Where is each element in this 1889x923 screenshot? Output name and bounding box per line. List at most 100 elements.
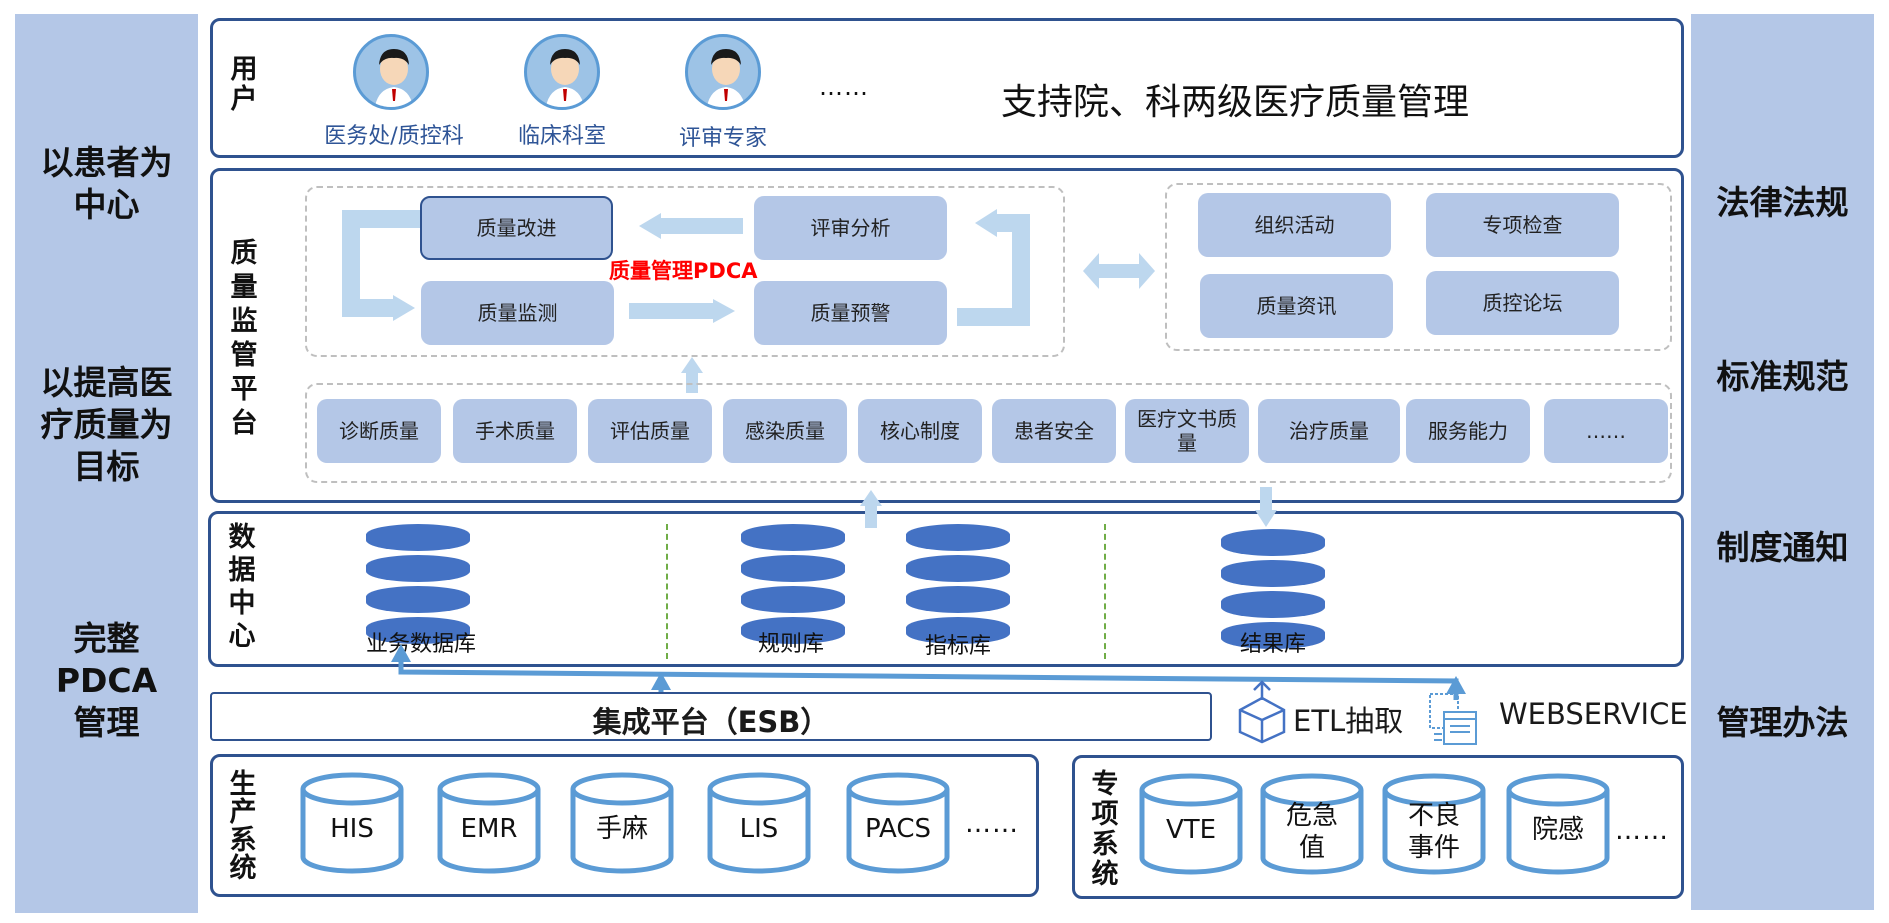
production-systems-panel: 生产系统 HIS EMR 手麻 LIS PACS ……	[210, 754, 1039, 897]
production-system-cylinder[interactable]: PACS	[846, 771, 950, 874]
role-clinical-dept: 临床科室	[517, 124, 606, 149]
db-business: 业务数据库	[365, 632, 476, 657]
database-icon	[906, 524, 1010, 648]
quality-dimension-item[interactable]: 评估质量	[588, 399, 712, 463]
arrow-head	[713, 299, 735, 323]
cylinder-icon	[1139, 773, 1243, 875]
pdca-cycle-arrows	[342, 209, 1155, 393]
pdca-step-review[interactable]: 评审分析	[754, 196, 947, 260]
doctor-avatar-icon	[524, 34, 600, 110]
quality-dimension-item[interactable]: 治疗质量	[1258, 399, 1400, 463]
system-name: 危急值	[1285, 801, 1338, 863]
special-system-cylinder[interactable]: 危急值	[1260, 772, 1364, 875]
production-system-cylinder[interactable]: HIS	[300, 771, 404, 874]
users-panel: 用户 医务处/质控科 临床科室 评审专家 …… 支持院、科两级医疗质量管理	[210, 18, 1684, 158]
cylinder-icon	[846, 772, 950, 874]
special-systems-panel: 专项系统 VTE 危急值 不良事件院感 ……	[1072, 755, 1684, 899]
quality-dimension-item[interactable]: 手术质量	[453, 399, 577, 463]
users-slogan: 支持院、科两级医疗质量管理	[1001, 82, 1470, 123]
pdca-title: 质量管理PDCA	[609, 259, 758, 283]
quality-dimension-item[interactable]: 诊断质量	[317, 399, 441, 463]
esb-label: 集成平台（ESB）	[592, 705, 830, 739]
production-systems-label: 生产系统	[229, 769, 257, 884]
arrow-head	[393, 295, 415, 321]
quality-dimensions-region	[305, 383, 1672, 483]
special-systems-label: 专项系统	[1091, 769, 1119, 890]
role-medical-affairs: 医务处/质控科	[324, 124, 464, 149]
up-arrow	[681, 357, 703, 373]
divider	[666, 524, 668, 659]
role-review-expert: 评审专家	[678, 126, 767, 151]
more-production-ellipsis: ……	[965, 809, 1019, 839]
cylinder-icon	[570, 772, 674, 874]
arrow-head	[651, 672, 671, 690]
activity-news[interactable]: 质量资讯	[1200, 274, 1393, 338]
regulation-standards: 标准规范	[1716, 357, 1849, 396]
etl-label: ETL抽取	[1293, 704, 1404, 738]
quality-platform-panel: 质量监管平台 质量改进 评审分析 质量监测 质量预警 质量管理PDCA 组织活动…	[210, 168, 1684, 503]
more-special-ellipsis: ……	[1615, 816, 1669, 846]
principle-quality-goal: 以提高医 疗质量为 目标	[40, 363, 173, 486]
production-system-cylinder[interactable]: 手麻	[570, 771, 674, 874]
system-name: 不良事件	[1407, 801, 1460, 863]
system-name: LIS	[739, 814, 779, 844]
production-system-cylinder[interactable]: LIS	[707, 771, 811, 874]
arrow-improve-to-monitor	[342, 210, 423, 317]
cylinder-icon	[1382, 773, 1486, 875]
quality-dimension-item[interactable]: ……	[1544, 399, 1668, 463]
db-indicators: 指标库	[924, 634, 991, 659]
system-name: 手麻	[595, 814, 648, 844]
special-system-cylinder[interactable]: 院感	[1506, 772, 1610, 875]
production-system-cylinder[interactable]: EMR	[437, 771, 541, 874]
quality-dimension-item[interactable]: 医疗文书质量	[1125, 399, 1249, 463]
webservice-label: WEBSERVICE	[1499, 697, 1688, 731]
arrow-head	[975, 209, 997, 237]
regulation-laws: 法律法规	[1716, 183, 1849, 222]
quality-dimension-item[interactable]: 服务能力	[1406, 399, 1530, 463]
more-users-ellipsis: ……	[819, 73, 869, 101]
pdca-step-monitor[interactable]: 质量监测	[421, 281, 614, 345]
database-icon	[366, 524, 470, 648]
pdca-step-improve[interactable]: 质量改进	[420, 196, 613, 260]
activities-region	[1165, 183, 1672, 351]
webservice-document-icon	[1429, 693, 1477, 745]
quality-dimension-item[interactable]: 患者安全	[992, 399, 1116, 463]
divider	[1104, 524, 1106, 659]
cylinder-icon	[1506, 773, 1610, 875]
regulation-measures: 管理办法	[1716, 703, 1849, 742]
activity-forum[interactable]: 质控论坛	[1426, 271, 1619, 335]
pdca-step-warning[interactable]: 质量预警	[754, 281, 947, 345]
doctor-avatar-icon	[685, 34, 761, 110]
cylinder-icon	[300, 772, 404, 874]
cylinder-icon	[437, 772, 541, 874]
data-center-panel: 数据中心 业务数据库 规则库 指标库 结果库	[208, 511, 1684, 667]
system-name: VTE	[1165, 815, 1217, 845]
arrow-head	[639, 213, 661, 239]
principle-pdca: 完整 PDCA 管理	[55, 619, 158, 742]
special-system-cylinder[interactable]: 不良事件	[1382, 772, 1486, 875]
activity-organize[interactable]: 组织活动	[1198, 193, 1391, 257]
system-name: EMR	[460, 814, 518, 844]
cylinder-icon	[1260, 773, 1364, 875]
database-icon	[1221, 529, 1325, 653]
database-icon	[741, 524, 845, 648]
regulation-notices: 制度通知	[1716, 528, 1849, 567]
quality-dimension-item[interactable]: 核心制度	[858, 399, 982, 463]
special-system-cylinder[interactable]: VTE	[1139, 772, 1243, 875]
db-rules: 规则库	[757, 632, 824, 657]
quality-dimension-item[interactable]: 感染质量	[723, 399, 847, 463]
left-principles-panel: 以患者为 中心 以提高医 疗质量为 目标 完整 PDCA 管理	[15, 14, 198, 913]
users-label: 用户	[230, 54, 258, 115]
db-results: 结果库	[1239, 632, 1306, 657]
principle-patient-centered: 以患者为 中心	[40, 143, 173, 224]
activity-inspection[interactable]: 专项检查	[1426, 193, 1619, 257]
esb-bar	[210, 692, 1212, 741]
data-center-label: 数据中心	[228, 522, 256, 652]
platform-label: 质量监管平台	[230, 238, 258, 439]
cube-export-icon	[1238, 680, 1286, 744]
system-name: PACS	[864, 814, 931, 844]
arrow-warning-to-review	[957, 214, 1030, 326]
cylinder-icon	[707, 772, 811, 874]
doctor-avatar-icon	[353, 34, 429, 110]
right-regulations-panel: 法律法规 标准规范 制度通知 管理办法	[1691, 14, 1874, 910]
